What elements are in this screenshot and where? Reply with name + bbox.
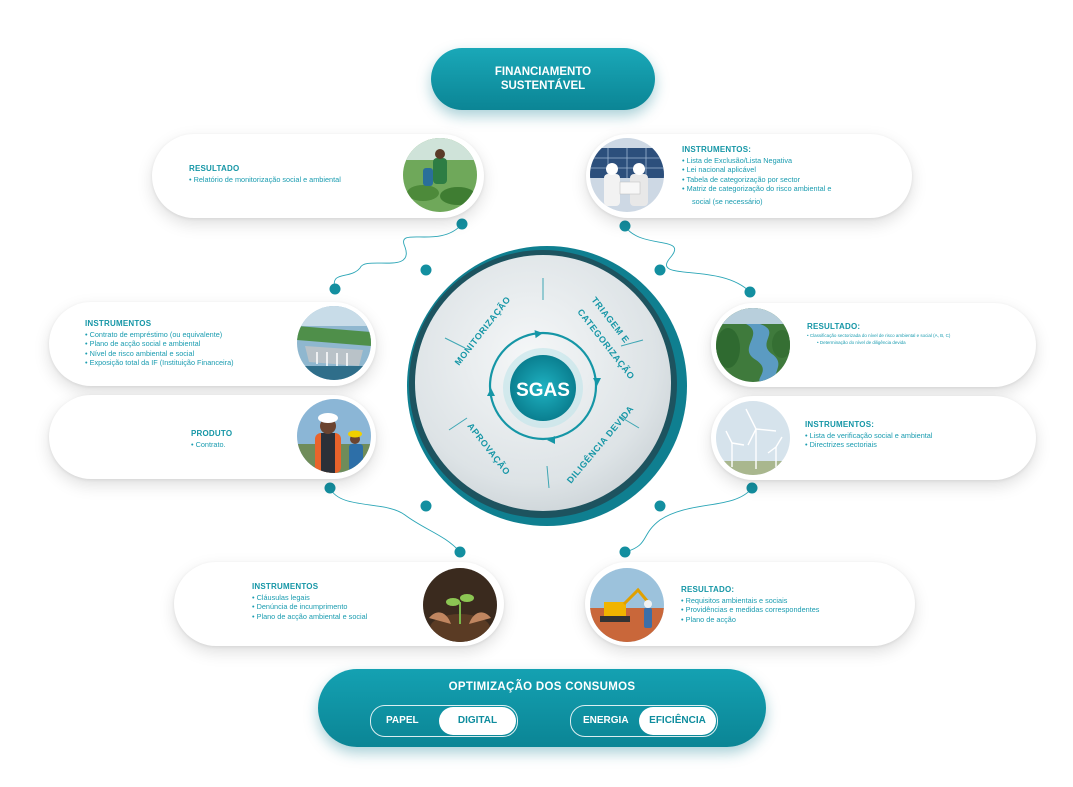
- solar-engineers-photo: [590, 138, 664, 212]
- card-title: RESULTADO: [189, 164, 240, 173]
- card-item: • Lista de Exclusão/Lista Negativa: [682, 156, 793, 165]
- paper-digital-toggle[interactable]: PAPEL DIGITAL: [370, 705, 518, 737]
- card-item: • Denúncia de incumprimento: [252, 602, 348, 612]
- card-item: • Tabela de categorização por sector: [682, 174, 801, 184]
- card-item: • Nível de risco ambiental e social: [85, 348, 195, 358]
- card-title: INSTRUMENTOS:: [682, 145, 752, 154]
- worker-photo: [297, 399, 371, 473]
- river-photo: [716, 308, 790, 382]
- toggle-on-label: DIGITAL: [439, 707, 516, 735]
- excavator-photo: [590, 568, 664, 642]
- card-title: RESULTADO:: [681, 585, 735, 594]
- card-title: INSTRUMENTOS: [85, 319, 152, 328]
- card-item: social (se necessário): [692, 197, 763, 207]
- card-title: INSTRUMENTOS:: [805, 420, 875, 429]
- card-item: • Lei nacional aplicável: [682, 165, 756, 175]
- toggle-off-label: ENERGIA: [583, 715, 629, 726]
- header-title-line2: SUSTENTÁVEL: [500, 80, 586, 92]
- consumption-optimization-band: OPTIMIZAÇÃO DOS CONSUMOS PAPEL DIGITAL E…: [318, 669, 766, 747]
- energy-efficiency-toggle[interactable]: ENERGIA EFICIÊNCIA: [570, 705, 718, 737]
- card-title: RESULTADO:: [807, 322, 861, 331]
- header-title-line1: FINANCIAMENTO: [494, 66, 592, 78]
- card-item: • Lista de verificação social e ambienta…: [805, 431, 933, 440]
- optimization-title: OPTIMIZAÇÃO DOS CONSUMOS: [448, 681, 636, 693]
- toggle-on-label: EFICIÊNCIA: [639, 707, 716, 735]
- card-item: • Determinação do nível de diligência de…: [817, 339, 906, 345]
- card-item: • Contrato.: [191, 440, 226, 449]
- card-item: • Providências e medidas correspondentes: [681, 605, 820, 615]
- dam-photo: [297, 306, 371, 380]
- sgas-core: [510, 355, 576, 421]
- seedling-photo: [423, 568, 497, 642]
- card-title: PRODUTO: [191, 429, 233, 438]
- card-item: • Classificação sectorizada do nível de …: [807, 333, 951, 338]
- wind-turbine-photo: [716, 401, 790, 475]
- toggle-off-label: PAPEL: [386, 715, 419, 726]
- card-item: • Contrato de empréstimo (ou equivalente…: [85, 330, 223, 339]
- card-item: • Requisitos ambientais e sociais: [681, 596, 788, 605]
- card-item: • Plano de acção ambiental e social: [252, 611, 368, 621]
- sgas-label: SGAS: [516, 380, 570, 401]
- card-item: • Plano de acção social e ambiental: [85, 339, 201, 349]
- card-item: • Matriz de categorização do risco ambie…: [682, 183, 832, 193]
- farmer-photo: [403, 138, 477, 212]
- financing-header: FINANCIAMENTO SUSTENTÁVEL: [431, 48, 655, 110]
- card-item: • Cláusulas legais: [252, 593, 310, 602]
- card-item: • Plano de acção: [681, 614, 736, 624]
- sgas-wheel: SGAS MONITORIZAÇÃO TRIAGEM E CATEGORIZAÇ…: [407, 246, 687, 526]
- card-item: • Directrizes sectoriais: [805, 440, 877, 450]
- card-item: • Exposição total da IF (Instituição Fin…: [85, 357, 234, 367]
- card-item: • Relatório de monitorização social e am…: [189, 175, 341, 184]
- card-title: INSTRUMENTOS: [252, 582, 319, 591]
